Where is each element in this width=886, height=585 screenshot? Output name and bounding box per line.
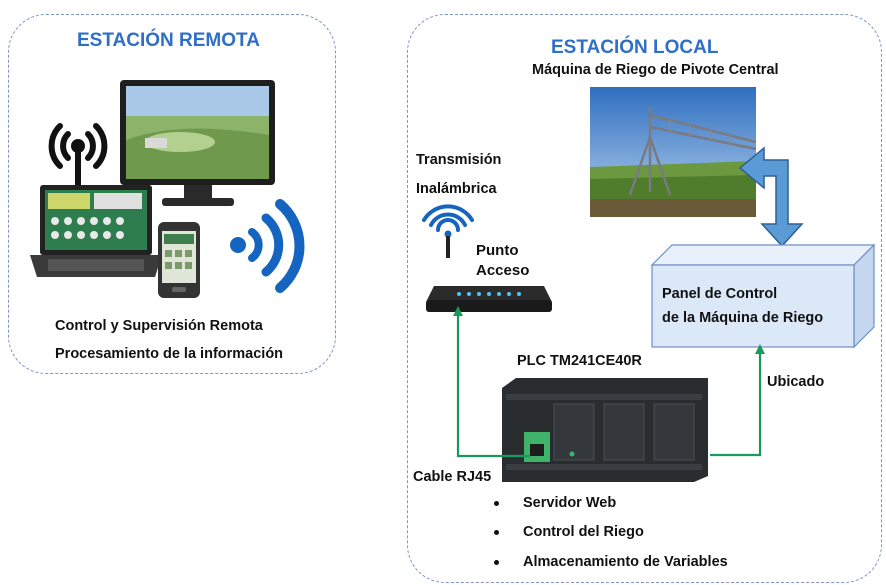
remote-station-box: [8, 14, 336, 374]
monitor-icon: [120, 80, 275, 206]
panel-label-line1: Panel de Control: [662, 286, 778, 302]
laptop-icon: [30, 185, 162, 277]
plc-device: [502, 378, 708, 482]
local-station-box: [407, 14, 882, 583]
local-station-title: ESTACIÓN LOCAL: [551, 37, 719, 58]
cable-label: Cable RJ45: [413, 469, 492, 485]
access-point-label-line2: Acceso: [476, 262, 530, 279]
bullet-icon: [494, 500, 499, 506]
tx-label-line2: Inalámbrica: [416, 181, 497, 197]
control-panel-box: [650, 243, 876, 349]
panel-label-line2: de la Máquina de Riego: [662, 310, 824, 326]
remote-line-control: Control y Supervisión Remota: [55, 318, 263, 334]
wifi-transmission-icon: [422, 204, 474, 258]
smartphone-icon: [158, 222, 200, 298]
wifi-signal-icon: [230, 199, 305, 293]
located-label: Ubicado: [767, 374, 825, 390]
access-point-label-line1: Punto: [476, 242, 519, 259]
tx-label-line1: Transmisión: [416, 152, 502, 168]
plc-label: PLC TM241CE40R: [517, 353, 642, 369]
pivot-irrigation-photo: [590, 87, 757, 217]
machine-label: Máquina de Riego de Pivote Central: [532, 62, 779, 78]
feature-item: Servidor Web: [494, 495, 616, 511]
bullet-icon: [494, 529, 499, 535]
bullet-icon: [494, 559, 499, 565]
feature-item: Control del Riego: [494, 524, 644, 540]
remote-line-processing: Procesamiento de la información: [55, 346, 284, 362]
broadcast-antenna-icon: [48, 123, 108, 196]
feature-item: Almacenamiento de Variables: [494, 554, 728, 570]
remote-station-title: ESTACIÓN REMOTA: [77, 30, 260, 51]
